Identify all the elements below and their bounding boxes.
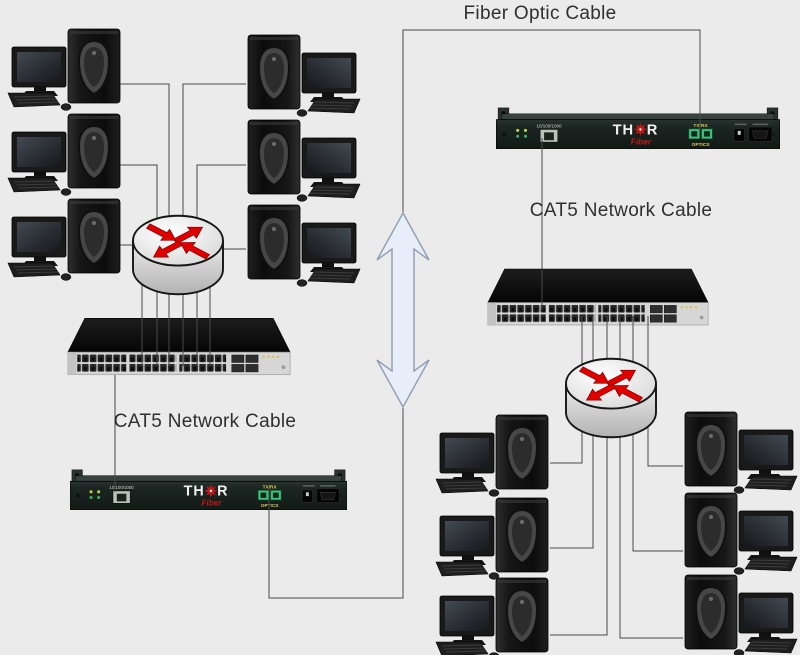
- computer: [674, 410, 799, 495]
- double-arrow-icon: [376, 211, 430, 409]
- computer: [237, 203, 362, 288]
- computer: [434, 413, 559, 498]
- computer: [237, 118, 362, 203]
- ethernet-switch-right: [486, 266, 710, 328]
- fiber-media-converter-left: [70, 466, 347, 510]
- cat5-cable-label-left: CAT5 Network Cable: [113, 411, 297, 432]
- router-right: [563, 353, 659, 443]
- cat5-cable-label-right: CAT5 Network Cable: [529, 200, 713, 221]
- fiber-optic-cable-label: Fiber Optic Cable: [463, 3, 617, 24]
- computer: [6, 112, 131, 197]
- computer: [674, 573, 799, 655]
- computer: [434, 576, 559, 655]
- computer: [434, 496, 559, 581]
- computer: [6, 197, 131, 282]
- computer: [6, 27, 131, 112]
- router-left: [130, 210, 226, 300]
- fiber-media-converter-right: [496, 104, 780, 149]
- computer: [237, 33, 362, 118]
- ethernet-switch-left: [66, 315, 292, 378]
- computer: [674, 491, 799, 576]
